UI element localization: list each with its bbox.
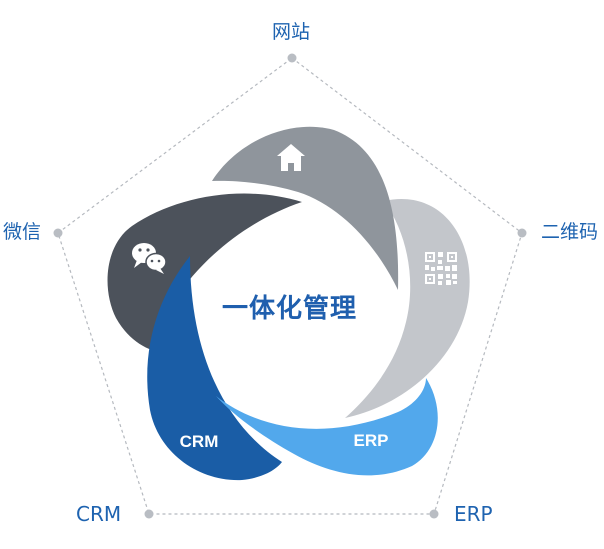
node-label-erp: ERP	[454, 502, 493, 526]
node-label-website: 网站	[272, 21, 311, 43]
node-label-wechat: 微信	[3, 221, 42, 243]
center-title: 一体化管理	[222, 294, 358, 324]
petal-crm	[147, 256, 282, 481]
home-icon	[277, 144, 305, 171]
node-label-qrcode: 二维码	[541, 221, 599, 243]
node-dot-right	[517, 228, 527, 238]
pentagon-outline	[57, 57, 523, 515]
wechat-icon	[132, 243, 167, 274]
node-dot-bottom-left	[144, 509, 154, 519]
petal-erp	[216, 378, 438, 476]
petal-website	[212, 126, 399, 290]
qrcode-icon	[425, 252, 457, 285]
petal-label-erp: ERP	[354, 431, 389, 450]
node-dot-bottom-right	[429, 509, 439, 519]
node-label-crm: CRM	[76, 502, 122, 526]
node-dot-top	[287, 53, 297, 63]
petal-label-crm: CRM	[180, 432, 219, 451]
node-dot-left	[53, 228, 63, 238]
petal-wechat	[107, 193, 302, 350]
